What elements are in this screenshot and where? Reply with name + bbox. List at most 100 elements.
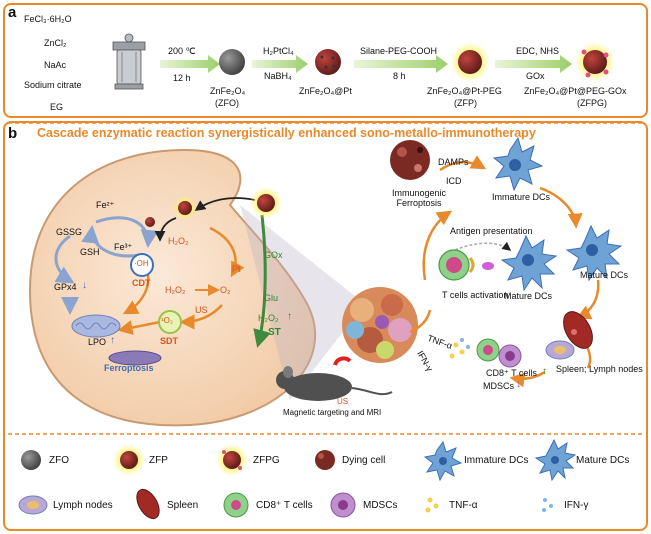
panel-b-letter: b xyxy=(8,125,18,142)
zfo-pt-particle-icon xyxy=(315,49,341,75)
legend-dying-cell-icon xyxy=(315,450,335,470)
reagent-4: Sodium citrate xyxy=(24,80,82,90)
legend-ifn-label: IFN-γ xyxy=(564,500,589,511)
reagent-3: NaAc xyxy=(44,60,67,70)
mature-dc-center-icon xyxy=(500,234,558,292)
legend-tnf-icon xyxy=(425,497,439,513)
immature-dc-icon xyxy=(492,136,544,192)
cd8-label: CD8⁺ T cells xyxy=(486,368,537,378)
zfpg-abbr: (ZFPG) xyxy=(577,98,607,108)
legend-cd8-label: CD8⁺ T cells xyxy=(256,500,313,511)
panel-b-title: Cascade enzymatic reaction synergistical… xyxy=(37,126,536,140)
o2-label: O₂ xyxy=(220,285,231,295)
h2o2-st-arrow: ↑ xyxy=(287,311,292,322)
zfpg-in-cell-icon xyxy=(145,187,282,227)
gssg-label: GSSG xyxy=(56,227,83,237)
legend-dying-cell-label: Dying cell xyxy=(342,455,386,466)
legend-zfo-icon xyxy=(21,450,41,470)
mature-dc-icon xyxy=(565,224,623,282)
gsh-label: GSH xyxy=(80,247,100,257)
legend-tnf-label: TNF-α xyxy=(449,500,478,511)
damps-label: DAMPs xyxy=(438,157,469,167)
mdsc-label: MDSCs xyxy=(483,381,514,391)
legend-immature-dc-icon xyxy=(423,440,463,482)
cd8-arrow: ↑ xyxy=(542,366,547,377)
legend-mdscs-label: MDSCs xyxy=(363,500,398,511)
entry-arrow xyxy=(194,197,256,212)
immature-dcs-label: Immature DCs xyxy=(492,192,551,202)
legend-lymph-node-icon xyxy=(18,495,48,515)
zoom-wedge xyxy=(240,205,360,400)
fe-cycle-arrow-2 xyxy=(81,225,141,258)
tnf-cytokine-dots xyxy=(449,342,465,359)
zfpg-product: ZnFe₂O₄@Pt@PEG-GOx xyxy=(524,86,627,96)
st-label: ST xyxy=(268,327,281,338)
pt-label: Pt xyxy=(232,264,241,274)
antigen-presentation-label: Antigen presentation xyxy=(450,226,533,236)
glu-label: Glu xyxy=(264,293,279,303)
icd-label: ICD xyxy=(446,176,462,186)
autoclave-icon xyxy=(112,33,146,90)
h2o2-top-label: H₂O₂ xyxy=(168,236,189,246)
legend-lymph-nodes-label: Lymph nodes xyxy=(53,500,113,511)
legend-immature-dcs-label: Immature DCs xyxy=(464,455,529,466)
dc-maturation-arrow xyxy=(454,241,512,251)
zfo-particle-icon xyxy=(219,49,245,75)
mdsc-arrow: ↓ xyxy=(516,379,521,390)
lpo-label: LPO xyxy=(88,337,107,347)
zfp-abbr: (ZFP) xyxy=(454,98,477,108)
fe3-label: Fe³⁺ xyxy=(114,242,133,252)
step2-cond-top: H₂PtCl₄ xyxy=(263,46,294,56)
step3-cond-top: Silane-PEG-COOH xyxy=(360,46,438,56)
legend-spleen-icon xyxy=(136,488,160,520)
step4-cond-top: EDC, NHS xyxy=(516,46,560,56)
legend-zfpg-icon xyxy=(216,444,248,476)
legend-cd8-icon xyxy=(223,492,249,518)
reagent-5: EG xyxy=(50,102,64,112)
gsh-cycle-arrow xyxy=(54,234,75,284)
cdt-label: CDT xyxy=(132,278,151,288)
step1-cond-bottom: 12 h xyxy=(173,73,191,83)
cd8-nucleus xyxy=(483,345,493,355)
tumor-mass-icon xyxy=(342,287,418,363)
zfo-abbr: (ZFO) xyxy=(215,98,239,108)
mouse-icon xyxy=(276,356,393,401)
mitochondria-icon xyxy=(71,314,162,366)
legend-spleen-label: Spleen xyxy=(167,500,199,511)
singlet-oxygen-icon xyxy=(158,310,182,334)
entry-arrow-2 xyxy=(154,217,177,242)
h2o2-mid-label: H₂O₂ xyxy=(165,285,186,295)
h2o2-st-label: H₂O₂ xyxy=(258,313,279,323)
lpo-arrow: ↑ xyxy=(110,335,115,346)
gox-label: GOx xyxy=(264,250,283,260)
legend-mature-dcs-label: Mature DCs xyxy=(576,455,630,466)
step1-cond-top: 200 ℃ xyxy=(168,46,196,56)
us-arrow xyxy=(179,304,223,330)
pt-arrow xyxy=(209,226,245,278)
dying-cell-icon xyxy=(390,140,430,180)
mature-dcs-label-2: Mature DCs xyxy=(504,291,553,301)
magnetic-targeting-label: Magnetic targeting and MRI xyxy=(283,408,382,417)
zfo-product: ZnFe₂O₄ xyxy=(210,86,246,96)
immunogenic-ferroptosis-label: Immunogenic Ferroptosis xyxy=(391,188,447,208)
mdsc-nucleus xyxy=(505,351,515,361)
gox-arrow xyxy=(253,214,271,348)
zfpg-particle-icon xyxy=(575,42,615,82)
mouse-us-label: US xyxy=(337,397,349,406)
ifn-cytokine-dots xyxy=(460,338,470,349)
sdt-arrow xyxy=(117,320,161,335)
singlet-oxygen-label: ¹O₂ xyxy=(161,316,173,325)
legend-mature-dc-icon xyxy=(534,438,577,482)
step2-cond-bottom: NaBH₄ xyxy=(264,71,292,81)
panel-b-frame xyxy=(3,121,648,531)
zfo-pt-product: ZnFe₂O₄@Pt xyxy=(299,86,352,96)
spleen-lymph-label: Spleen; Lymph nodes xyxy=(556,364,643,374)
step3-cond-bottom: 8 h xyxy=(393,71,406,81)
t-cells-activation-label: T cells activation xyxy=(442,290,509,300)
fe2-label: Fe²⁺ xyxy=(96,200,115,210)
legend-zfo-label: ZFO xyxy=(49,455,69,466)
zfp-product: ZnFe₂O₄@Pt-PEG xyxy=(427,86,502,96)
reagent-1: FeCl₃·6H₂O xyxy=(24,14,72,24)
t-cell-icon xyxy=(438,249,494,281)
